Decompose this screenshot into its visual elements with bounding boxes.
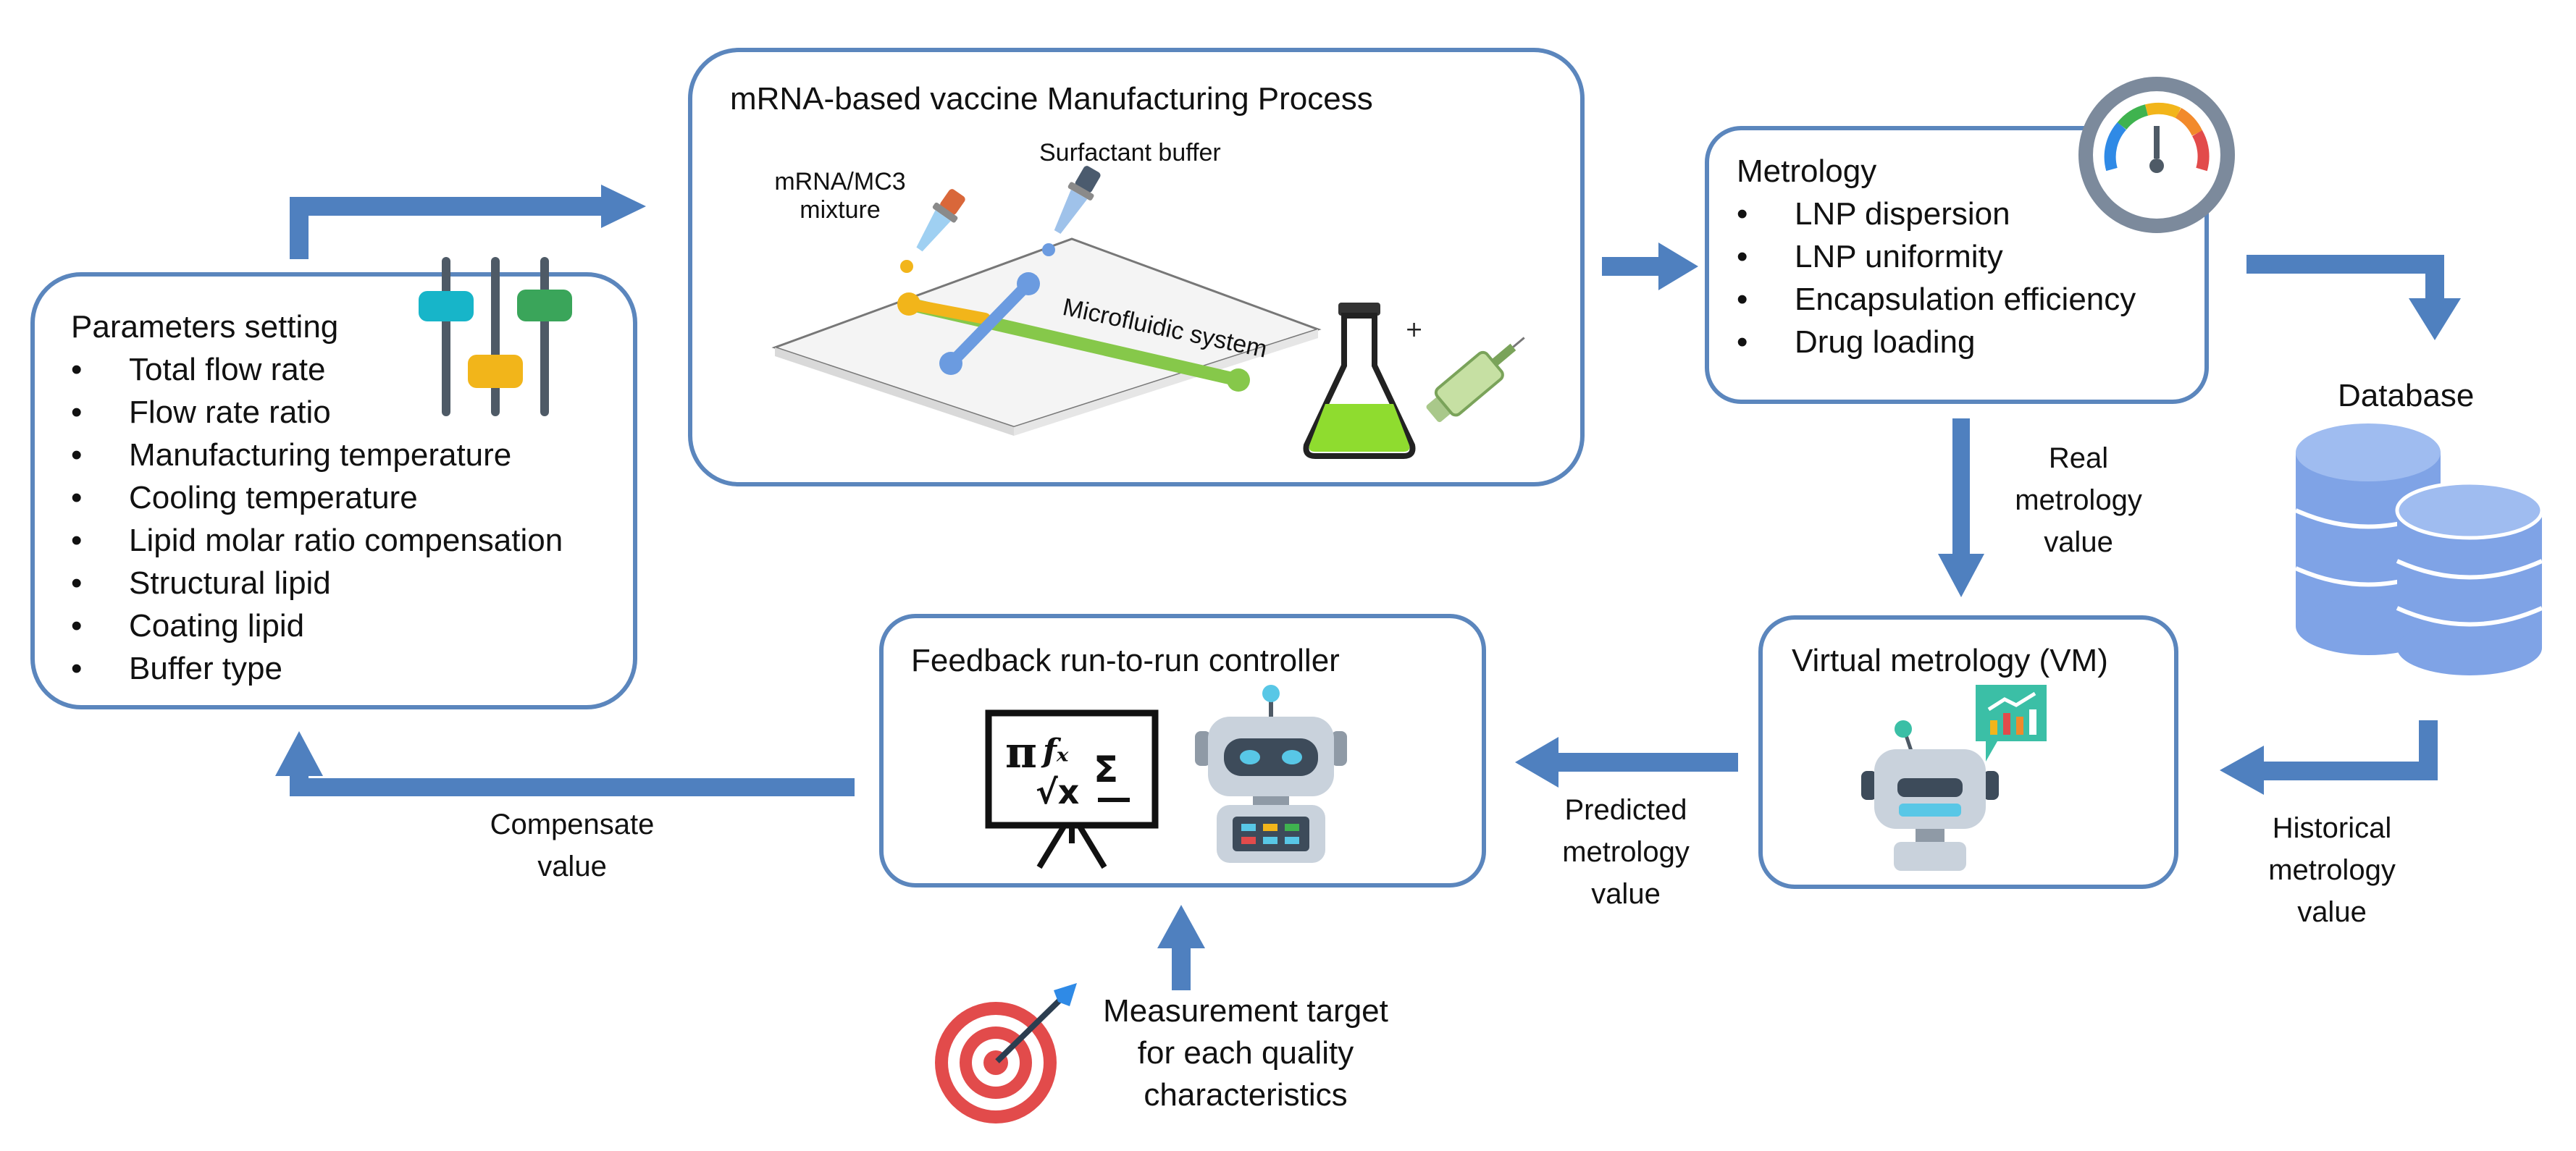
target-icon <box>935 983 1077 1123</box>
svg-text:fₓ: fₓ <box>1041 733 1069 770</box>
metrology-item: LNP dispersion <box>1737 193 2136 235</box>
predicted-value-label: Predicted metrology value <box>1562 794 1690 910</box>
arrow-database-to-vm <box>2220 720 2438 795</box>
chart-bubble-icon <box>1976 685 2047 762</box>
svg-text:+: + <box>1405 317 1423 342</box>
parameters-list: Total flow rate Flow rate ratio Manufact… <box>71 348 563 690</box>
flask-icon: + <box>1303 303 1423 459</box>
robot-icon <box>1861 720 1999 871</box>
robot-icon <box>1195 685 1347 863</box>
svg-text:π: π <box>1005 728 1037 778</box>
database-label: Database <box>2338 378 2475 413</box>
param-item: Flow rate ratio <box>71 391 563 434</box>
param-item: Total flow rate <box>71 348 563 391</box>
sliders-icon <box>419 257 572 416</box>
gauge-icon <box>2078 77 2235 233</box>
mixture-label: mRNA/MC3 mixture <box>774 168 906 224</box>
param-item: Coating lipid <box>71 604 563 647</box>
metrology-item: Encapsulation efficiency <box>1737 278 2136 321</box>
param-item: Buffer type <box>71 647 563 690</box>
arrow-metrology-to-vm <box>1938 418 1984 597</box>
metrology-list: LNP dispersion LNP uniformity Encapsulat… <box>1737 193 2136 363</box>
database-icon <box>2294 423 2544 675</box>
arrow-metrology-to-database <box>2246 255 2461 340</box>
controller-title: Feedback run-to-run controller <box>911 643 1340 678</box>
dropper-icon <box>1042 166 1101 256</box>
metrology-item: LNP uniformity <box>1737 235 2136 278</box>
vm-title: Virtual metrology (VM) <box>1792 643 2108 678</box>
formula-board-icon: π fₓ Σ √x <box>985 709 1159 869</box>
svg-text:Σ: Σ <box>1094 749 1118 790</box>
arrow-params-to-process <box>290 185 646 259</box>
arrow-vm-to-controller <box>1515 737 1738 788</box>
metrology-item: Drug loading <box>1737 321 2136 363</box>
arrow-process-to-metrology <box>1602 243 1698 290</box>
process-title: mRNA-based vaccine Manufacturing Process <box>730 81 1373 117</box>
param-item: Lipid molar ratio compensation <box>71 519 563 562</box>
dropper-icon <box>900 189 965 273</box>
target-label: Measurement target for each quality char… <box>1103 993 1388 1113</box>
param-item: Cooling temperature <box>71 476 563 519</box>
buffer-label: Surfactant buffer <box>1039 139 1221 166</box>
historical-value-label: Historical metrology value <box>2268 812 2396 928</box>
svg-text:√x: √x <box>1036 772 1079 811</box>
compensate-value-label: Compensate value <box>490 809 655 882</box>
microfluidic-chip-icon <box>771 237 1322 436</box>
parameters-title: Parameters setting <box>71 309 339 345</box>
metrology-title: Metrology <box>1737 153 1877 189</box>
param-item: Structural lipid <box>71 562 563 604</box>
param-item: Manufacturing temperature <box>71 434 563 476</box>
real-value-label: Real metrology value <box>2015 442 2142 558</box>
arrow-target-to-controller <box>1157 905 1205 990</box>
syringe-icon <box>1426 337 1525 423</box>
arrow-controller-to-params <box>275 731 855 796</box>
controller-box <box>879 614 1486 888</box>
